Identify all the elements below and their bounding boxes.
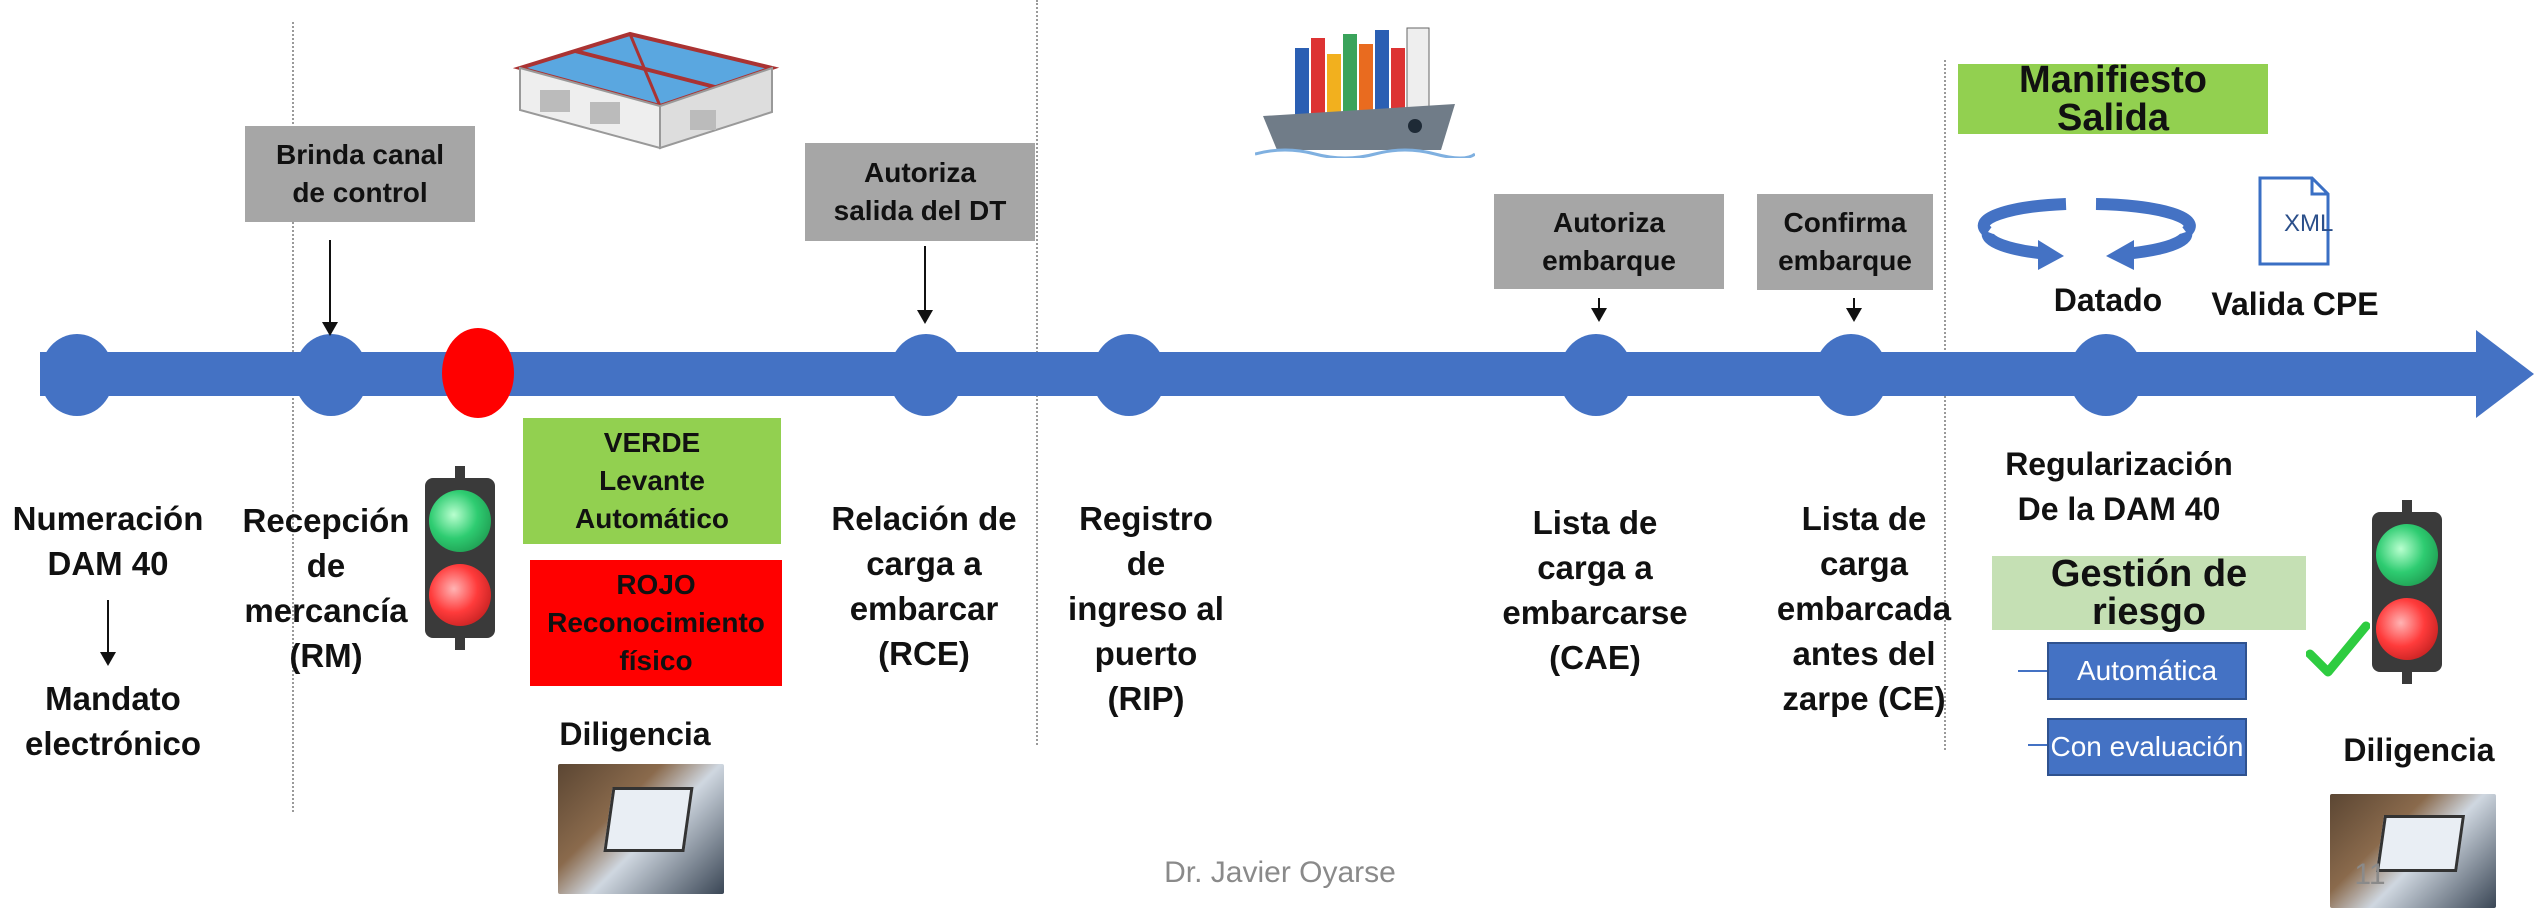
ship-icon [1254, 8, 1476, 160]
traffic-light-icon [425, 466, 495, 650]
gestion-riesgo-box: Gestión de riesgo [1992, 555, 2306, 631]
label-mandato: Mandato electrónico [24, 680, 202, 762]
box-autoriza-embarque: Autoriza embarque [1494, 194, 1724, 289]
option-automatica: Automática [2047, 642, 2247, 700]
label-numeracion: Numeración DAM 40 [12, 500, 204, 582]
label-lista-cae: Lista de carga a embarcarse (CAE) [1502, 504, 1688, 676]
timeline-node-relacion [889, 334, 963, 416]
box-confirma-embarque: Confirma embarque [1757, 194, 1933, 290]
xml-text: XML [2284, 210, 2334, 237]
label-lista-ce: Lista de carga embarcada antes del zarpe… [1776, 500, 1952, 717]
option-con-evaluacion: Con evaluación [2047, 718, 2247, 776]
traffic-light-icon-right [2372, 500, 2442, 684]
check-mark-icon [2305, 620, 2371, 680]
label-relacion: Relación de carga a embarcar (RCE) [831, 500, 1017, 672]
box-verde-levante: VERDE Levante Automático [523, 418, 781, 544]
timeline-node-regularizacion [2069, 334, 2143, 416]
timeline-node-cae [1559, 334, 1633, 416]
label-recepcion: Recepción de mercancía (RM) [242, 502, 410, 674]
pointer-brinda [322, 240, 338, 336]
divider-3 [1944, 60, 1946, 750]
pointer-confirma-embarque [1846, 298, 1862, 322]
connector-con-evaluacion [2028, 744, 2048, 746]
manifiesto-salida-box: Manifiesto Salida [1958, 61, 2268, 137]
pointer-autoriza-dt [917, 246, 933, 324]
timeline-node-ce [1814, 334, 1888, 416]
timeline-node-recepcion [294, 334, 368, 416]
warehouse-icon [510, 28, 780, 158]
label-valida-cpe: Valida CPE [2211, 286, 2379, 322]
divider-2 [1036, 0, 1038, 745]
label-diligencia-right: Diligencia [2343, 732, 2495, 768]
label-diligencia-left: Diligencia [559, 716, 711, 752]
label-registro: Registro de ingreso al puerto (RIP) [1068, 500, 1224, 717]
label-regularizacion: Regularización De la DAM 40 [2005, 446, 2233, 527]
laptop-photo-right [2330, 794, 2496, 908]
timeline-node-numeracion [40, 334, 114, 416]
box-rojo-reconocimiento: ROJO Reconocimiento físico [530, 560, 782, 686]
footer-author: Dr. Javier Oyarse [1164, 856, 1396, 889]
arrow-mandato [100, 600, 116, 666]
divider-1 [292, 22, 294, 812]
box-autoriza-dt: Autoriza salida del DT [805, 143, 1035, 241]
xml-file-icon: XML [2254, 176, 2348, 266]
pointer-autoriza-embarque [1591, 298, 1607, 322]
label-datado: Datado [2053, 282, 2163, 318]
cycle-arrows-icon [1976, 190, 2198, 276]
timeline-node-registro [1092, 334, 1166, 416]
timeline-node-red [442, 328, 514, 418]
box-brinda-canal: Brinda canal de control [245, 126, 475, 222]
connector-automatica [2018, 670, 2048, 672]
laptop-photo [558, 764, 724, 894]
slide-number: 11 [2354, 858, 2386, 891]
